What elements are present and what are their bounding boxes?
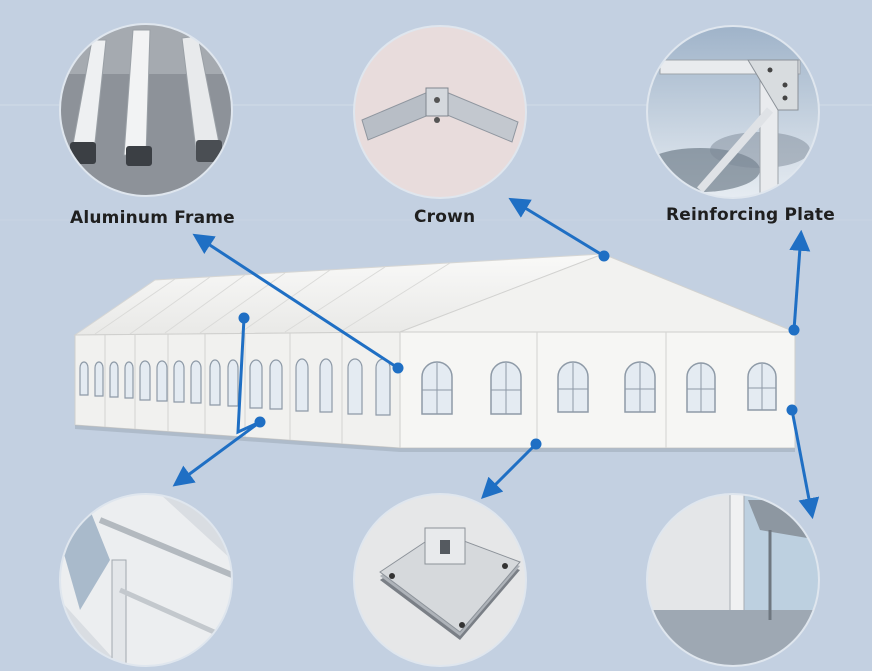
tent-end-wall [399, 331, 796, 449]
base-plate-photo [354, 494, 526, 666]
arrow-crown [508, 197, 605, 258]
reinforcing-plate-photo [647, 26, 819, 198]
crown-label: Crown [414, 207, 476, 227]
arrow-base-plate [481, 442, 538, 499]
arrow-interior-frame [172, 317, 261, 487]
crown-photo [354, 26, 526, 198]
aluminum-frame-label: Aluminum Frame [70, 208, 235, 228]
arrow-wall-corner [790, 409, 820, 520]
reinforcing-plate-label: Reinforcing Plate [666, 205, 835, 225]
callout-dots [238, 250, 800, 450]
tent-illustration [73, 253, 796, 452]
aluminum-frame-photo [60, 24, 232, 196]
callout-arrows [172, 197, 820, 520]
interior-frame-photo [60, 494, 232, 666]
arrow-aluminum-frame [192, 233, 399, 370]
arrow-reinforcing-plate [789, 229, 811, 331]
